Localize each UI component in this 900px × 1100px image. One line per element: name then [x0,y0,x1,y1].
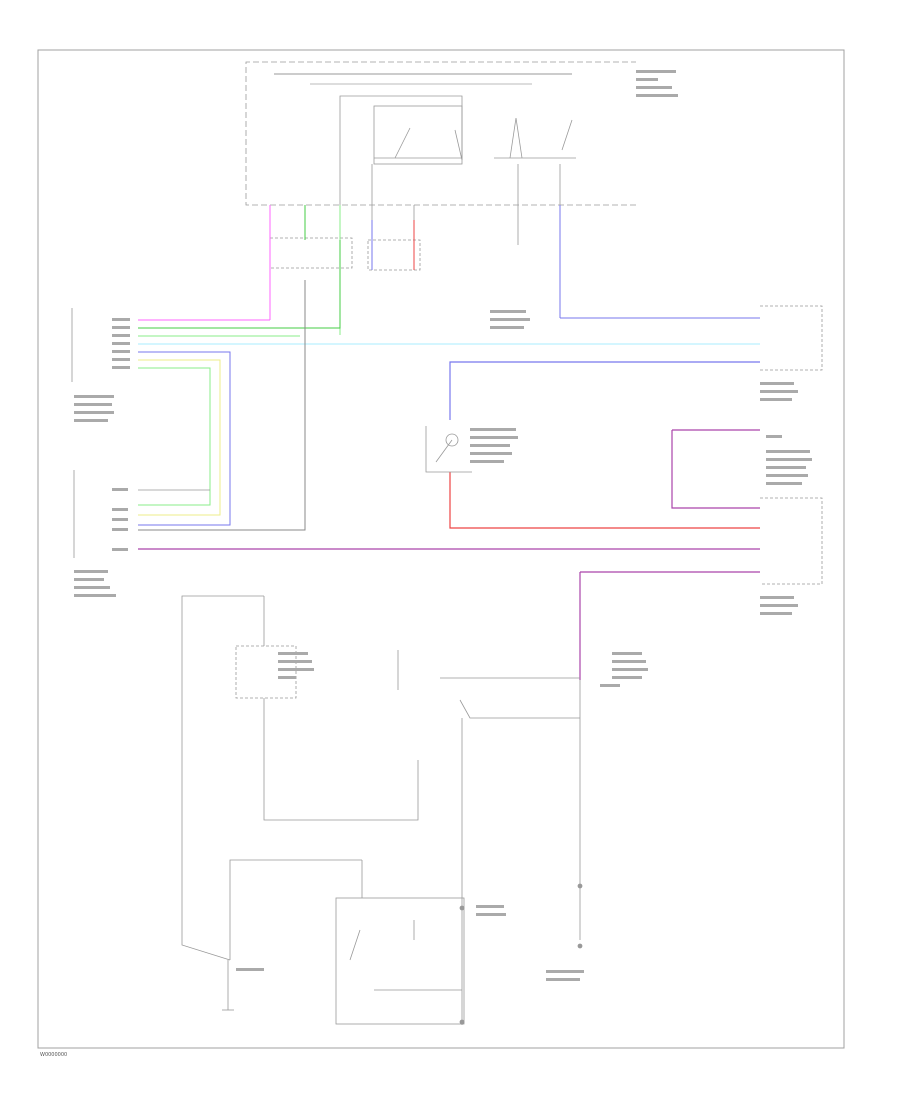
bottom-circuit [181,595,583,1025]
right-unit-labels [760,382,812,615]
bus-wires [138,361,760,680]
left-unit-top [71,308,75,558]
footer-code: W0000000 [40,1052,67,1058]
right-units [760,305,823,585]
engine-relay-box [245,61,636,270]
relay-wires [269,205,760,335]
top-right-label-lines [636,70,678,97]
pressure-switch [425,426,472,473]
pressure-switch-label [470,310,530,463]
diagram-border [37,49,845,1049]
bottom-labels [236,652,648,981]
left-unit-top-wires [138,240,760,531]
left-unit-top-labels [74,318,130,422]
joint-connector [269,237,421,271]
left-unit-bottom-labels [74,488,128,597]
